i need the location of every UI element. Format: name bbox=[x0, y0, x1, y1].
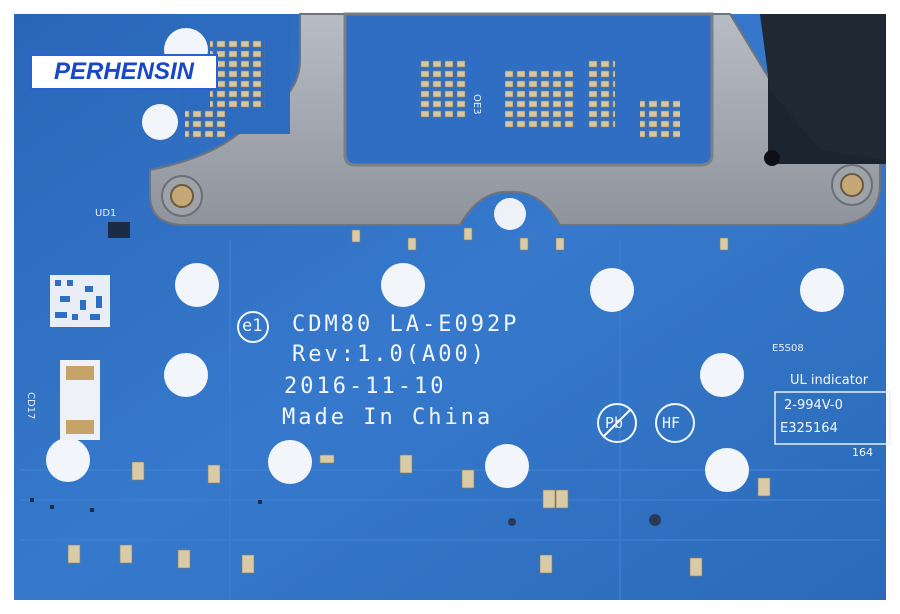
ul-fragment: 164 bbox=[852, 446, 873, 459]
hf-mark: HF bbox=[662, 414, 681, 432]
pb-circle bbox=[597, 403, 637, 443]
label-oe3: OE3 bbox=[471, 94, 482, 115]
hf-circle bbox=[655, 403, 695, 443]
smd-components bbox=[67, 227, 771, 577]
pad-array bbox=[505, 68, 575, 128]
tiny-parts bbox=[30, 222, 262, 512]
ul-title: UL indicator bbox=[790, 373, 869, 388]
label-ud1: UD1 bbox=[95, 208, 117, 219]
board-revision: Rev:1.0(A00) bbox=[292, 342, 487, 367]
pb-mark: Pb bbox=[605, 414, 624, 432]
board-model: CDM80 LA-E092P bbox=[292, 312, 520, 337]
board-date: 2016-11-10 bbox=[284, 374, 447, 399]
hole-center bbox=[494, 198, 526, 230]
label-cd17: CD17 bbox=[25, 392, 36, 420]
board-origin: Made In China bbox=[282, 405, 494, 430]
e1-circle bbox=[237, 311, 269, 343]
e1-marking: e1 bbox=[242, 316, 263, 336]
ul-rating: 2-994V-0 bbox=[784, 398, 843, 413]
ul-file-number: E325164 bbox=[780, 421, 838, 436]
brand-watermark: PERHENSIN bbox=[30, 54, 218, 90]
ul-box bbox=[774, 391, 891, 445]
label-e5s08: E5S08 bbox=[772, 343, 804, 354]
